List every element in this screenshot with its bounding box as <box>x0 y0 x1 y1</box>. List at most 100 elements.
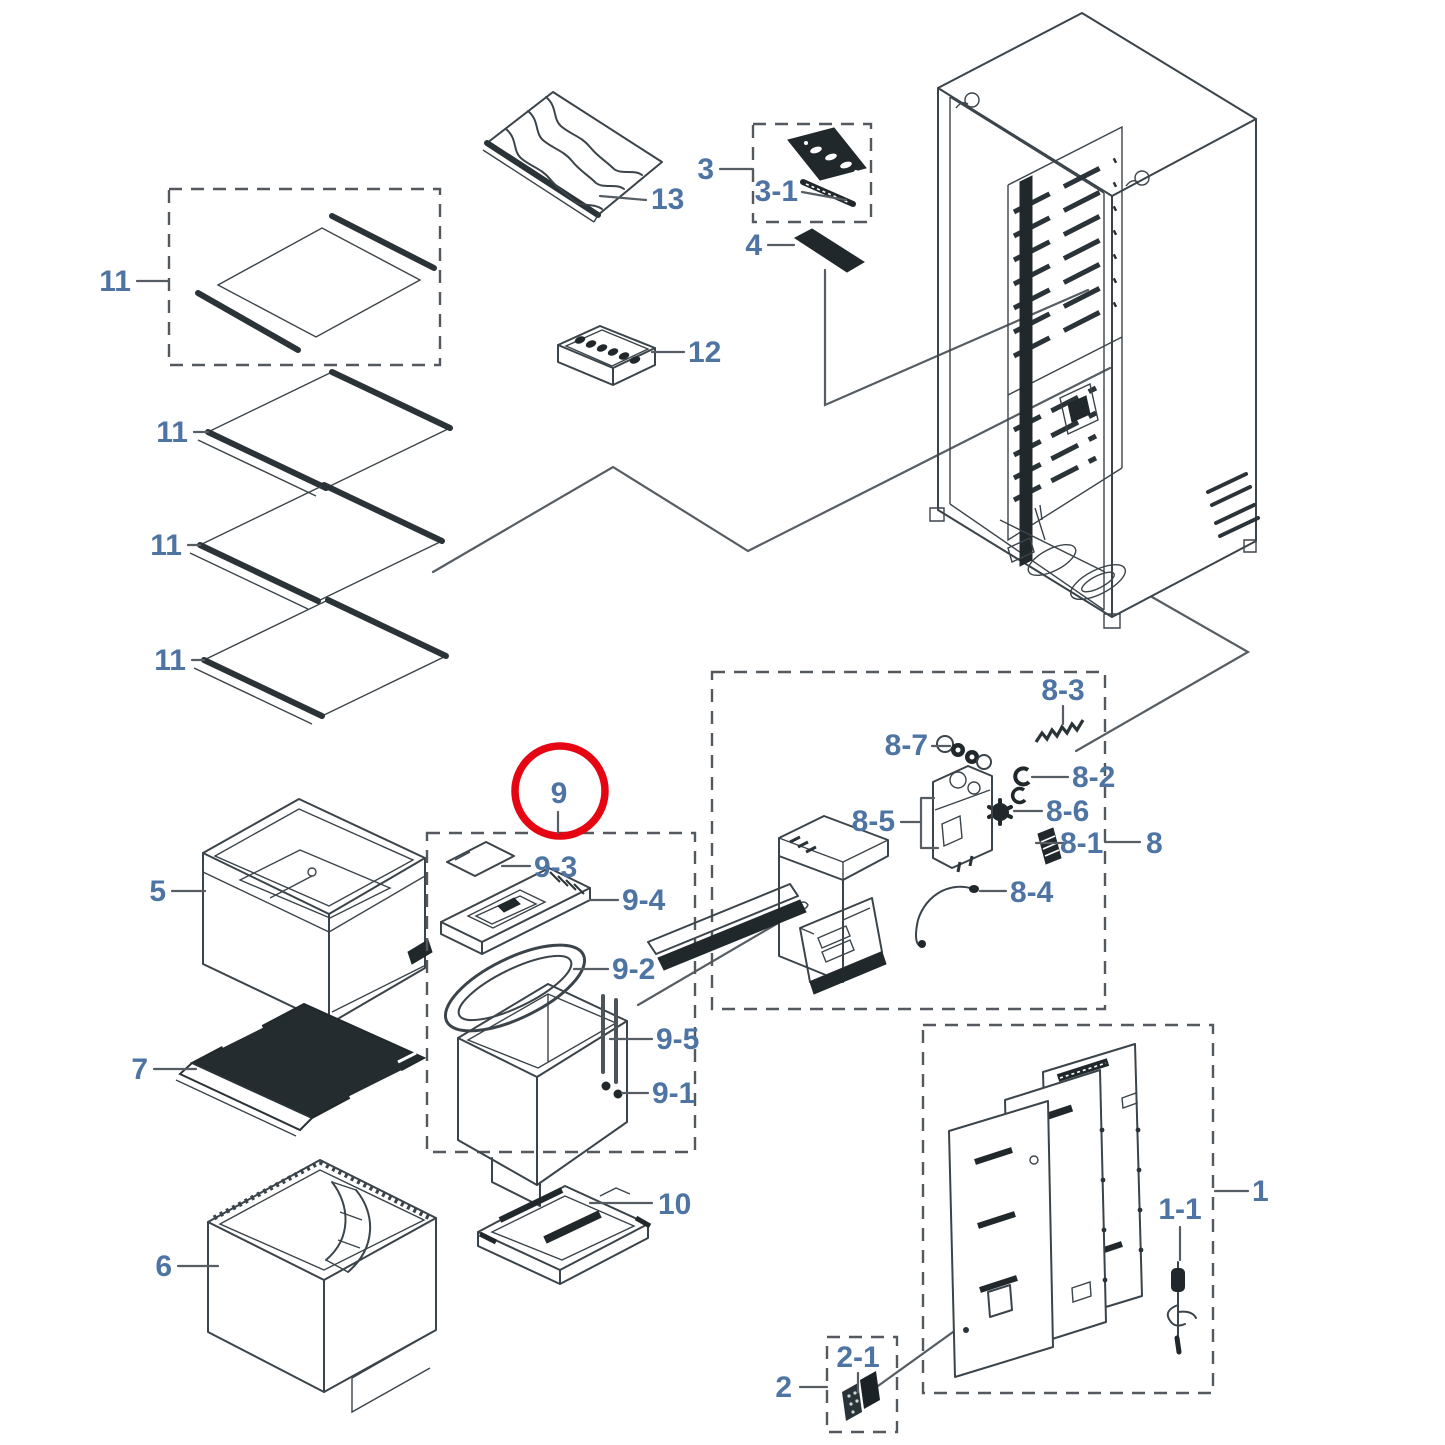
part-label-9-4: 9-4 <box>622 884 666 917</box>
group-3-border <box>751 122 873 224</box>
leader-group8-to-group9 <box>636 910 799 1007</box>
part-2-1 <box>860 1371 880 1409</box>
part-label-3: 3 <box>697 153 714 186</box>
part-9-bucket <box>457 983 628 1207</box>
cabinet-top-edges <box>937 87 1257 197</box>
cabinet-back-panel <box>1007 125 1123 542</box>
part-label-13: 13 <box>651 183 684 216</box>
part-label-8-2: 8-2 <box>1072 761 1115 794</box>
part-label-9-5: 9-5 <box>656 1023 699 1056</box>
panel-3-holes <box>804 141 858 174</box>
part-9-4-hatch <box>549 871 585 895</box>
part-label-8-4: 8-4 <box>1010 876 1054 909</box>
shelf-11-c <box>193 597 449 725</box>
part-8-2b <box>1010 786 1027 805</box>
part-label-8: 8 <box>1146 827 1163 860</box>
part-2 <box>842 1383 862 1421</box>
cabinet-opening-frame <box>949 96 1105 611</box>
part-9-3 <box>446 841 515 877</box>
cabinet-feet <box>929 507 1257 629</box>
back-wall-module-inner <box>1067 395 1091 423</box>
group-9-box <box>425 742 697 1207</box>
part-label-6: 6 <box>155 1250 172 1283</box>
callout-3-1 <box>800 190 848 202</box>
shelf-7-front-bar <box>178 1061 314 1132</box>
shelf-11-b <box>189 482 445 610</box>
part-9-1 <box>601 1081 623 1099</box>
callout-8-5 <box>899 796 940 850</box>
group-1-box <box>921 1023 1215 1395</box>
flip-shelf-7 <box>175 1002 427 1137</box>
part-label-9: 9 <box>551 777 568 810</box>
tray-slots <box>574 336 641 364</box>
drawer-5 <box>202 798 433 1025</box>
part-label-8-6: 8-6 <box>1046 795 1089 828</box>
part-label-8-5: 8-5 <box>852 805 895 838</box>
top-hole-marks <box>955 92 1150 187</box>
part-label-11-c: 11 <box>154 644 186 677</box>
part-9-5 <box>601 994 618 1084</box>
callout-lines <box>135 167 1250 1394</box>
part-label-1-1: 1-1 <box>1158 1193 1201 1226</box>
part-label-9-1: 9-1 <box>652 1077 695 1110</box>
group-2-border <box>825 1335 899 1434</box>
part-label-9-3: 9-3 <box>534 851 577 884</box>
leader-cabinet-to-group8 <box>1074 595 1251 753</box>
part-8-5 <box>932 765 993 873</box>
part-labels: 11 11 11 11 13 12 3 3-1 4 5 7 6 9 9-3 9-… <box>99 153 1268 1404</box>
group-8-box <box>647 670 1107 1011</box>
leader-shelves-to-cabinet <box>431 366 1112 574</box>
drawer-6-divider <box>325 1181 347 1261</box>
group-11-border <box>167 187 442 367</box>
leader-part4-to-cabinet <box>823 268 1090 407</box>
refrigerator-cabinet <box>929 12 1260 629</box>
group-1-border <box>921 1023 1215 1395</box>
callout-13 <box>598 194 648 202</box>
part-label-10: 10 <box>658 1188 691 1221</box>
ice-tray-12 <box>557 325 656 386</box>
wine-rack-13 <box>482 91 663 223</box>
part-label-2: 2 <box>775 1371 792 1404</box>
shelf-11-a <box>197 369 453 497</box>
part-label-4: 4 <box>745 229 762 262</box>
center-mullion <box>1019 175 1033 567</box>
highlight-circle <box>511 742 609 840</box>
shelf-trim-bar-right <box>329 213 437 271</box>
group-8-border <box>710 670 1107 1011</box>
group-2-box <box>825 1335 899 1434</box>
part-label-8-1: 8-1 <box>1060 827 1103 860</box>
shelf-trim-bar-left <box>195 290 301 353</box>
part-8-3 <box>1034 719 1085 743</box>
part-8-4 <box>915 885 979 948</box>
tray-10 <box>477 1185 652 1285</box>
part-label-12: 12 <box>688 336 721 369</box>
part-label-9-2: 9-2 <box>612 953 655 986</box>
drawer-6 <box>207 1159 437 1414</box>
strip-3-1-texture <box>805 183 851 204</box>
side-vent-slots <box>1206 472 1260 538</box>
grille-4 <box>794 228 865 273</box>
part-label-11-b: 11 <box>150 529 182 562</box>
part-label-11-box: 11 <box>99 265 131 298</box>
group-11-box <box>167 187 442 367</box>
part-1-1 <box>1166 1261 1197 1355</box>
back-wall-module <box>1059 382 1099 436</box>
drawer-5-rail <box>407 939 433 965</box>
part-label-8-7: 8-7 <box>885 729 928 762</box>
part-label-5: 5 <box>149 875 166 908</box>
part-label-1: 1 <box>1252 1175 1269 1208</box>
part-label-2-1: 2-1 <box>836 1341 879 1374</box>
part-label-8-3: 8-3 <box>1041 674 1084 707</box>
part-9-4 <box>440 867 591 955</box>
part-label-3-1: 3-1 <box>755 175 798 208</box>
part-9-2 <box>443 943 587 1033</box>
part-label-7: 7 <box>131 1053 148 1086</box>
part-8-1 <box>1037 827 1062 865</box>
shelf-11-boxed <box>216 227 422 338</box>
part-8-7 <box>936 735 992 770</box>
part-label-11-a: 11 <box>156 416 188 449</box>
evap-cover-front <box>948 1100 1054 1378</box>
ice-maker-assembly <box>647 815 889 995</box>
